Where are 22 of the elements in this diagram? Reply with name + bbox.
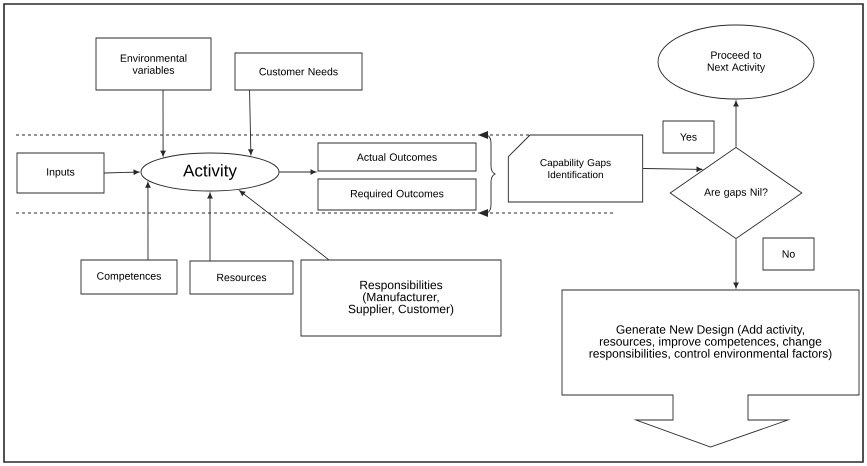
arrow — [104, 170, 140, 175]
arrow — [279, 169, 316, 175]
input-box: Environmental variables — [96, 38, 212, 90]
card-box: Capability Gaps Identification — [508, 134, 644, 202]
label-box: Yes — [662, 120, 714, 154]
input-box: Resources — [190, 260, 294, 294]
arrow — [145, 182, 151, 260]
input-box: Responsibilities (Manufacturer, Supplier, Customer) — [300, 260, 502, 336]
arrow — [239, 190, 329, 260]
outcome-box: Actual Outcomes — [318, 142, 476, 172]
input-box: Inputs — [16, 152, 104, 194]
process-box: Generate New Design (Add activity, resources, improve competences, change responsibilities, control environmental factors) — [562, 290, 860, 448]
arrow — [642, 166, 702, 172]
arrow — [733, 100, 739, 148]
arrow — [733, 238, 739, 288]
label-box: No — [762, 238, 814, 270]
arrow — [207, 192, 213, 261]
outcome-box: Required Outcomes — [318, 178, 476, 210]
input-box: Competences — [80, 260, 178, 294]
arrow — [160, 90, 166, 156]
input-box: Customer Needs — [234, 52, 362, 90]
arrow — [248, 90, 254, 156]
